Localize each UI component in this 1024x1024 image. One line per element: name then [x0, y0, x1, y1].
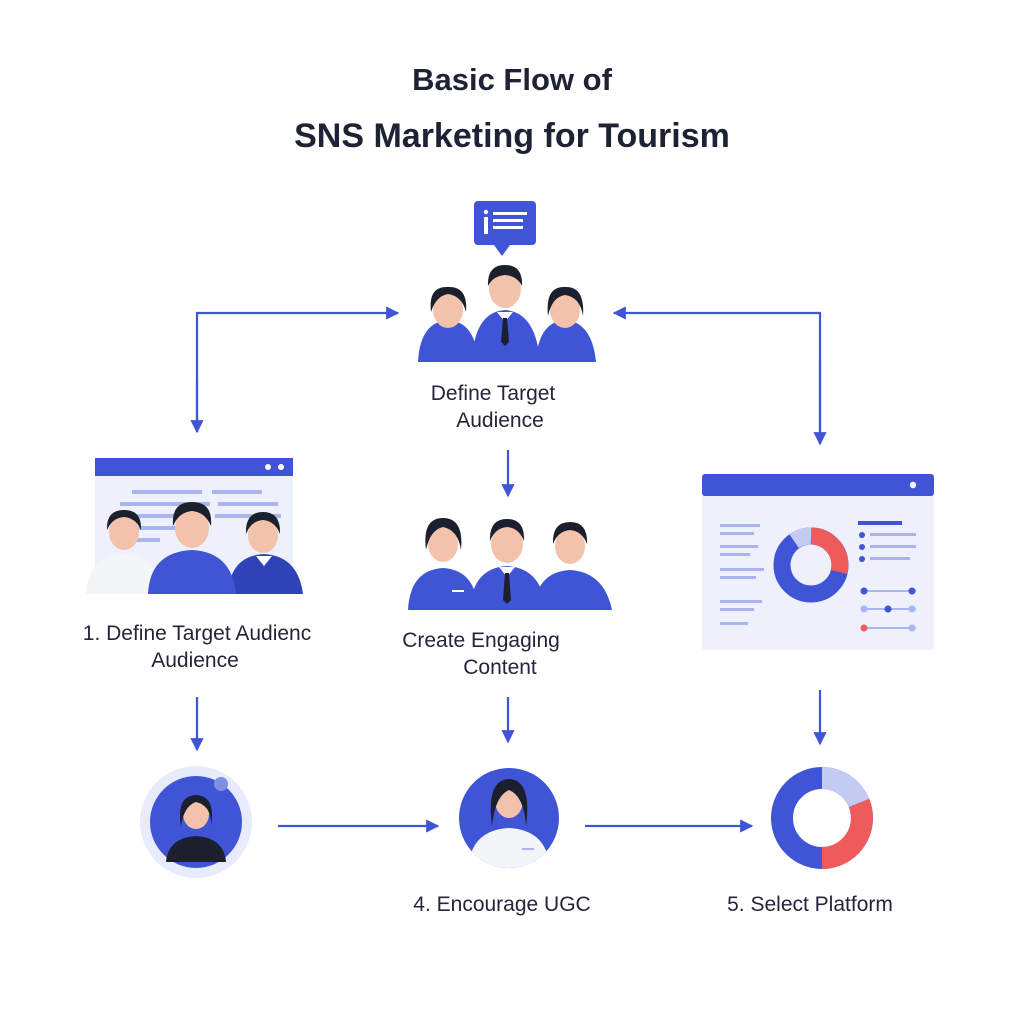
bottom-center-label: 4. Encourage UGC [413, 893, 590, 916]
arrow-top-left-loop [195, 306, 400, 432]
title-line-1: Basic Flow of [412, 62, 612, 97]
ugc-avatar-icon [459, 768, 559, 868]
top-node-label-2: Audience [456, 409, 544, 432]
left-node-label-2: Audience [151, 649, 239, 672]
person-avatar-icon [140, 766, 252, 878]
center-team-icon [408, 518, 612, 610]
bottom-right-label: 5. Select Platform [727, 893, 893, 916]
left-node-label-1: 1. Define Target Audienc [83, 622, 311, 645]
arrow-top-right-loop [612, 306, 822, 444]
title-line-2: SNS Marketing for Tourism [294, 117, 730, 155]
center-node-label-1: Create Engaging [402, 629, 560, 652]
chat-bubble-icon [474, 201, 536, 256]
arrows [190, 306, 827, 833]
diagram-title: Basic Flow of SNS Marketing for Tourism [0, 58, 1024, 160]
center-node-label-2: Content [463, 656, 537, 679]
dashboard-icon [702, 474, 934, 650]
top-node-label-1: Define Target [431, 382, 556, 405]
donut-chart-icon [771, 767, 873, 869]
left-team-icon [86, 502, 303, 594]
team-icon [418, 265, 596, 362]
